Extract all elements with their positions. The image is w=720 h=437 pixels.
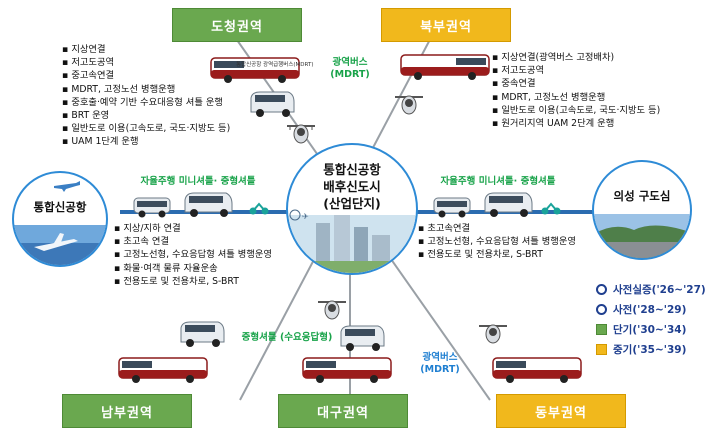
- legend-label: 사전실증('26~'27): [613, 284, 706, 296]
- bus-icon: [400, 54, 490, 80]
- list-item: 초고속연결: [418, 222, 598, 235]
- minishuttle-icon: [133, 197, 171, 218]
- region-daegu-label: 대구권역: [317, 405, 369, 421]
- region-dochung-label: 도청권역: [211, 19, 263, 35]
- list-item: 초고속 연결: [114, 235, 304, 248]
- legend-label: 중기('35~'39): [613, 344, 687, 356]
- list-item: 일반도로 이용(고속도로, 국도·지방도 등): [62, 122, 282, 135]
- bukbu-feature-list: 지상연결(광역버스 고정배차) 저고도공역 중속연결 MDRT, 고정노선 병행…: [492, 51, 717, 130]
- region-daegu: 대구권역: [278, 394, 408, 428]
- van-icon: [340, 325, 385, 351]
- legend-circle-icon: [596, 304, 607, 315]
- bus-icon: [302, 357, 392, 383]
- bus-icon: [210, 57, 300, 83]
- minishuttle-icon: [433, 197, 471, 218]
- drone-icon: [287, 124, 315, 144]
- center-line2: 배후신도시: [323, 179, 381, 194]
- legend-label: 단기('30~'34): [613, 324, 687, 336]
- legend-circle-icon: [596, 284, 607, 295]
- list-item: 고정노선형, 수요응답형 셔틀 병행운영: [418, 235, 598, 248]
- scooter-icon: [541, 202, 561, 215]
- center-line3: (산업단지): [323, 196, 381, 211]
- center-node: 통합신공항 배후신도시 (산업단지): [286, 143, 418, 275]
- uiseong-title: 의성 구도심: [613, 189, 671, 203]
- list-item: 지상연결(광역버스 고정배차): [492, 51, 717, 64]
- legend-item-prepilot: 사전실증('26~'27): [596, 282, 706, 297]
- bus-icon: [118, 357, 208, 383]
- list-item: 중호출·예약 기반 수요대응형 셔틀 운행: [62, 96, 282, 109]
- van-icon: [180, 321, 225, 347]
- mdrt-top-label: 광역버스 (MDRT): [330, 57, 370, 80]
- legend-item-mid: 중기('35~'39): [596, 342, 686, 357]
- list-item: 고정노선형, 수요응답형 셔틀 병행운영: [114, 248, 304, 261]
- list-item: 중속연결: [492, 77, 717, 90]
- region-nambu-label: 남부권역: [101, 405, 153, 421]
- region-nambu: 남부권역: [62, 394, 192, 428]
- list-item: 중고속연결: [62, 69, 282, 82]
- scooter-icon: [249, 202, 269, 215]
- legend-item-short: 단기('30~'34): [596, 322, 686, 337]
- list-item: 지상/지하 연결: [114, 222, 304, 235]
- region-dongbu: 동부권역: [496, 394, 626, 428]
- list-item: 전용도로 및 전용차로, S-BRT: [114, 275, 304, 288]
- mdrt-bottom-label: 광역버스 (MDRT): [420, 352, 460, 375]
- van-icon: [184, 192, 233, 217]
- drone-icon: [479, 324, 507, 344]
- list-item: BRT 운영: [62, 109, 282, 122]
- list-item: 지상연결: [62, 43, 282, 56]
- list-item: MDRT, 고정노선 병행운행: [492, 91, 717, 104]
- airplane-icon: [54, 181, 80, 192]
- demand-shuttle-label: 중형셔틀 (수요응답형): [241, 332, 333, 343]
- legend-square-icon: [596, 324, 607, 335]
- drone-icon: [318, 300, 346, 320]
- van-icon: [250, 91, 295, 117]
- region-bukbu-label: 북부권역: [420, 19, 472, 35]
- legend-label: 사전('28~'29): [613, 304, 687, 316]
- drone-icon: [395, 95, 423, 115]
- autonomous-left-label: 자율주행 미니셔틀· 중형셔틀: [140, 176, 256, 187]
- emblem-icon: ✈: [289, 209, 309, 221]
- van-icon: [484, 192, 533, 217]
- region-dochung: 도청권역: [172, 8, 302, 42]
- list-item: 저고도공역: [492, 64, 717, 77]
- list-item: 원거리지역 UAM 2단계 운행: [492, 117, 717, 130]
- airport-feature-list: 지상/지하 연결 초고속 연결 고정노선형, 수요응답형 셔틀 병행운영 화물·…: [114, 222, 304, 288]
- bus-label: 통합신공항 광역급행버스(MDRT): [236, 62, 314, 68]
- svg-text:✈: ✈: [302, 212, 309, 221]
- airport-title: 통합신공항: [33, 200, 87, 214]
- legend-square-icon: [596, 344, 607, 355]
- uiseong-image: [594, 214, 690, 258]
- autonomous-right-label: 자율주행 미니셔틀· 중형셔틀: [440, 176, 556, 187]
- legend-item-pre: 사전('28~'29): [596, 302, 686, 317]
- list-item: MDRT, 고정노선 병행운행: [62, 83, 282, 96]
- list-item: 일반도로 이용(고속도로, 국도·지방도 등): [492, 104, 717, 117]
- dochung-feature-list: 지상연결 저고도공역 중고속연결 MDRT, 고정노선 병행운행 중호출·예약 …: [62, 43, 282, 149]
- center-city-image: [288, 215, 416, 273]
- uiseong-node: 의성 구도심: [592, 160, 692, 260]
- list-item: 저고도공역: [62, 56, 282, 69]
- region-bukbu: 북부권역: [381, 8, 511, 42]
- bus-icon: [492, 357, 582, 383]
- airport-image: [14, 225, 106, 265]
- region-dongbu-label: 동부권역: [535, 405, 587, 421]
- uiseong-feature-list: 초고속연결 고정노선형, 수요응답형 셔틀 병행운영 전용도로 및 전용차로, …: [418, 222, 598, 262]
- center-line1: 통합신공항: [323, 162, 381, 177]
- list-item: UAM 1단계 운행: [62, 135, 282, 148]
- list-item: 전용도로 및 전용차로, S-BRT: [418, 248, 598, 261]
- list-item: 화물·여객 물류 자율운송: [114, 262, 304, 275]
